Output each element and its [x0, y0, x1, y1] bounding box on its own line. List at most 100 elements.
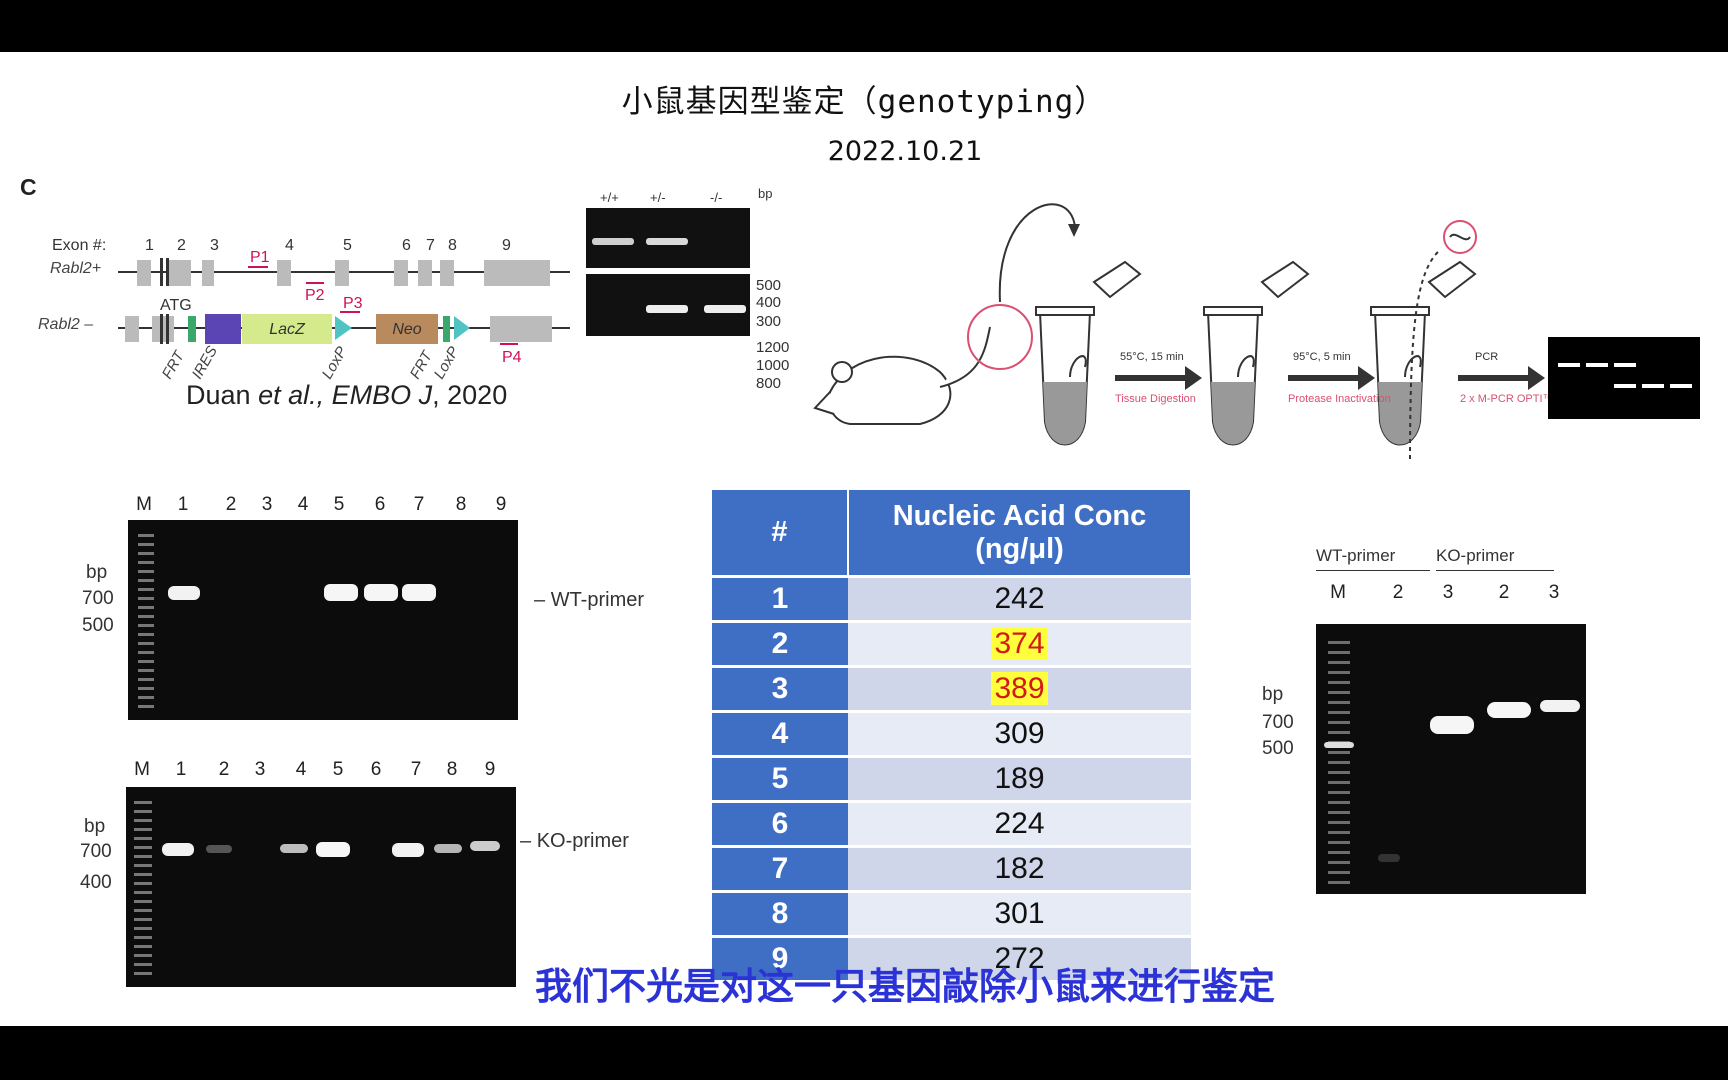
gel-right-marker-500: 500	[1262, 738, 1294, 759]
gel-wt-marker-700: 700	[82, 588, 114, 609]
table-cell-value: 242	[848, 575, 1191, 622]
tube-icon	[1035, 260, 1142, 446]
exon-number: 4	[285, 237, 294, 254]
mouse-icon	[813, 326, 991, 425]
panel-letter: C	[20, 174, 37, 200]
exon-box	[277, 260, 291, 286]
mini-lane-wt: +/+	[600, 190, 619, 205]
exon-number: 2	[177, 237, 186, 254]
tube-icon	[1370, 260, 1477, 446]
lane-label: 1	[175, 759, 187, 780]
lacz-label: LacZ	[269, 321, 306, 338]
exon-label: Exon #:	[52, 237, 106, 254]
step2-sub: Protease Inactivation	[1288, 393, 1391, 405]
gel-wt	[128, 520, 518, 720]
citation-etal: et al.,	[258, 380, 325, 410]
dna-icon	[1443, 220, 1477, 254]
table-cell-value: 189	[848, 755, 1191, 802]
atg-label: ATG	[160, 297, 192, 314]
table-cell-num: 2	[712, 620, 848, 667]
gel-wt-bp: bp	[86, 562, 108, 583]
lane-label: 2	[218, 759, 230, 780]
lane-label: 6	[370, 759, 382, 780]
exon-box	[335, 260, 349, 286]
gel-ko-primer-label: – KO-primer	[520, 830, 629, 852]
lane-label: 9	[484, 759, 496, 780]
step1-sub: Tissue Digestion	[1115, 393, 1196, 405]
lane-label: 1	[177, 494, 189, 515]
mini-tick-500: 500	[756, 277, 781, 294]
primer-p2: P2	[305, 287, 325, 304]
step1-label: 55°C, 15 min	[1120, 351, 1184, 363]
site-ires: IRES	[189, 343, 221, 380]
lane-label: 5	[332, 759, 344, 780]
mini-bp: bp	[758, 186, 772, 201]
video-subtitle: 我们不光是对这一只基因敲除小鼠来进行鉴定	[535, 965, 1275, 1008]
lane-label: M	[1330, 582, 1346, 603]
step3-sub: 2 x M-PCR OPTI™ Mix	[1460, 393, 1574, 405]
genotyping-workflow: 55°C, 15 min Tissue Digestion 95°C, 5 mi…	[813, 203, 1700, 462]
exon-number: 8	[448, 237, 457, 254]
tail-snip-icon	[967, 304, 1033, 370]
exon-box	[418, 260, 432, 286]
site-loxp-1: LoxP	[319, 344, 351, 380]
exon-box	[169, 260, 191, 286]
table-cell-num: 3	[712, 665, 848, 712]
lane-label: 3	[1442, 582, 1454, 603]
gel-wt-marker-500: 500	[82, 615, 114, 636]
table-cell-num: 8	[712, 890, 848, 937]
gel-ko-marker-700: 700	[80, 841, 112, 862]
lane-label: 3	[1548, 582, 1560, 603]
lane-label: 8	[446, 759, 458, 780]
mini-tick-400: 400	[756, 294, 781, 311]
citation-journal: EMBO J	[331, 380, 433, 410]
table-header-num: #	[712, 490, 849, 577]
mini-lane-het: +/-	[650, 190, 666, 205]
lane-label: 7	[410, 759, 422, 780]
exon-number: 3	[210, 237, 219, 254]
exon-box	[484, 260, 550, 286]
table-cell-value: 272	[848, 935, 1191, 980]
exon-number: 7	[426, 237, 435, 254]
tube-icon	[1203, 260, 1310, 446]
gel-ko-marker-400: 400	[80, 872, 112, 893]
table-header-value: Nucleic Acid Conc (ng/μl)	[848, 490, 1192, 577]
lane-label: 6	[374, 494, 386, 515]
gel-right-group2: KO-primer	[1436, 546, 1515, 565]
lane-label: 4	[297, 494, 309, 515]
table-cell-num: 6	[712, 800, 848, 847]
lane-label: 3	[261, 494, 273, 515]
table-cell-value: 301	[848, 890, 1191, 937]
lane-label: M	[134, 759, 150, 780]
exon-box	[137, 260, 151, 286]
citation: Duan et al., EMBO J, 2020	[186, 380, 507, 411]
lane-label: 9	[495, 494, 507, 515]
gel-right-group1: WT-primer	[1316, 546, 1396, 565]
lane-label: 2	[1498, 582, 1510, 603]
exon-box	[202, 260, 214, 286]
slide-title: 小鼠基因型鉴定（genotyping）	[621, 84, 1107, 120]
exon-number: 1	[145, 237, 154, 254]
neo-label: Neo	[392, 321, 421, 338]
exon-number: 5	[343, 237, 352, 254]
table-cell-value: 224	[848, 800, 1191, 847]
gel-ko	[126, 787, 516, 987]
exon-box	[440, 260, 454, 286]
exon-box	[394, 260, 408, 286]
table-cell-num: 5	[712, 755, 848, 802]
table-cell-value: 374	[848, 620, 1191, 667]
mini-tick-1000: 1000	[756, 357, 789, 374]
table-cell-num: 1	[712, 575, 848, 622]
ko-allele-label: Rabl2 –	[38, 316, 93, 333]
wt-exons	[137, 260, 550, 286]
